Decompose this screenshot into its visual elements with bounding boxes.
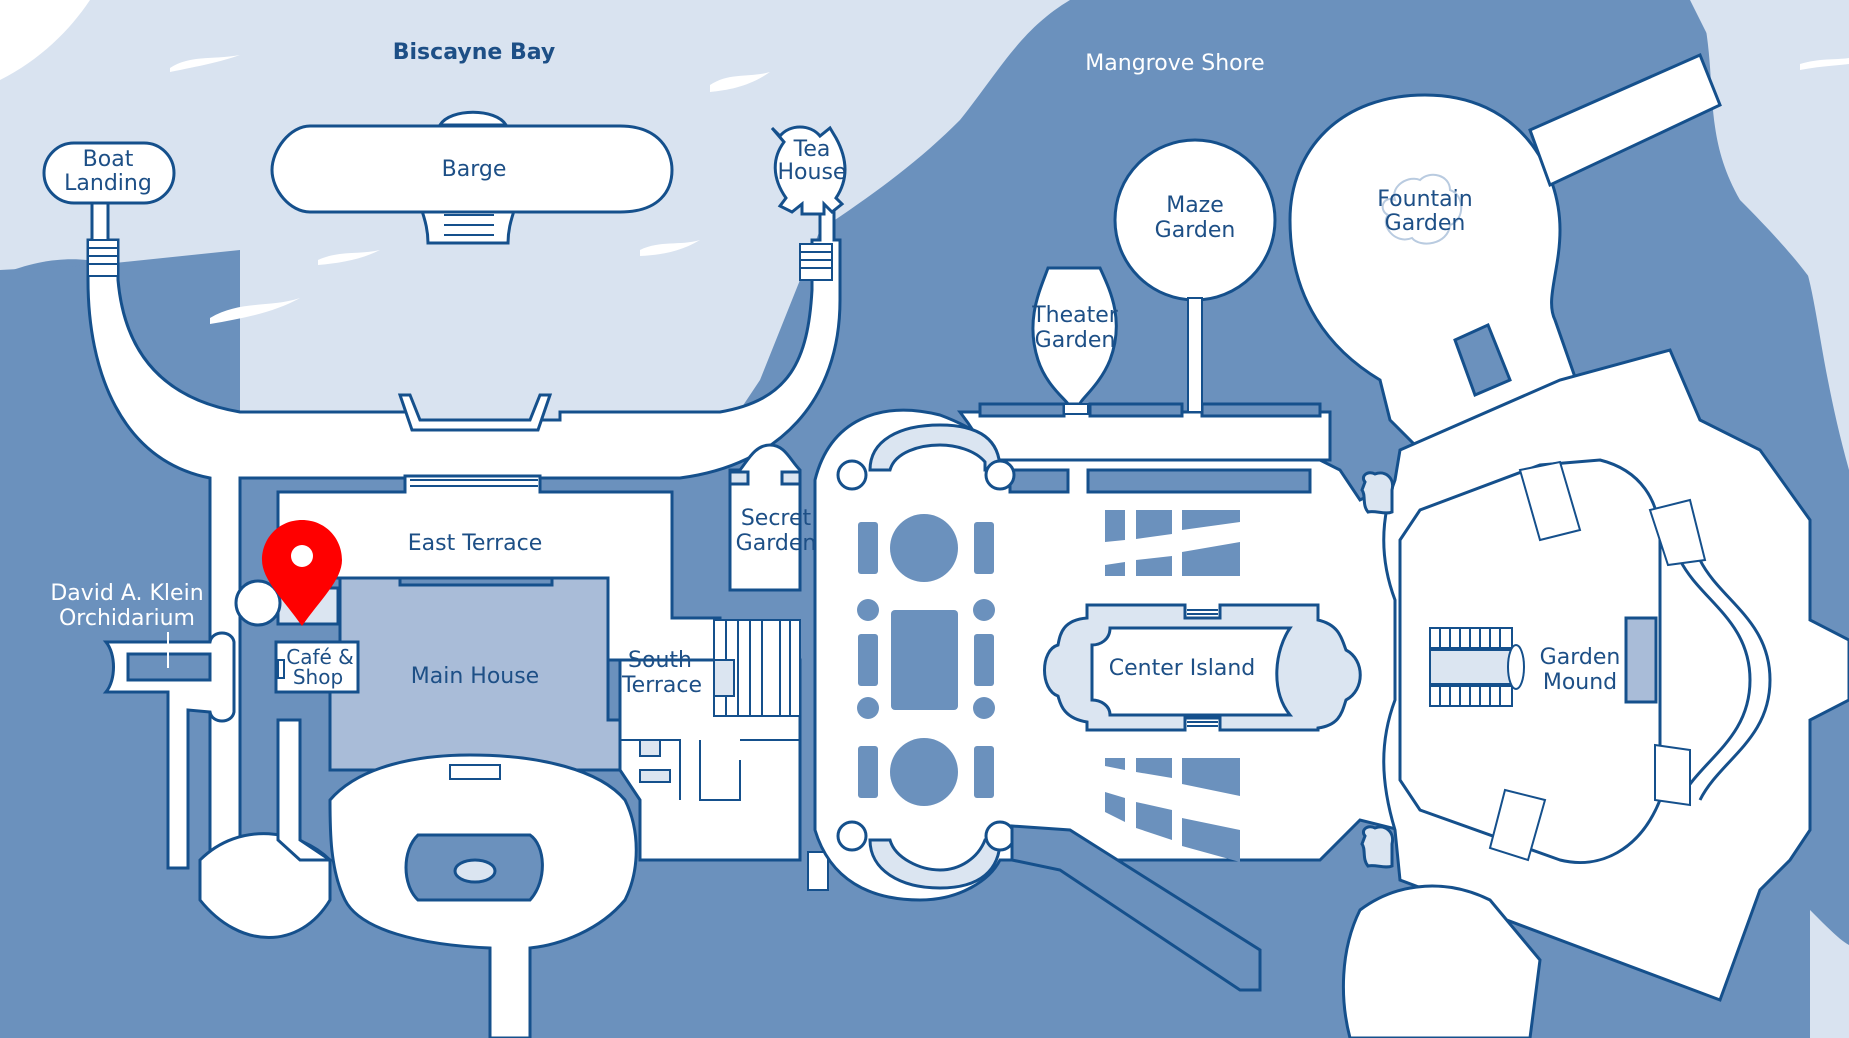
label-tea-house-2: House [778, 160, 847, 185]
label-barge: Barge [442, 157, 507, 182]
north-canal-1 [1008, 468, 1070, 494]
label-orchidarium-2: Orchidarium [59, 606, 195, 631]
parterre-beds [857, 510, 1240, 862]
forecourt-fountain [453, 858, 497, 884]
label-cafe-shop: Café & [286, 645, 354, 669]
fountain-garden-cloud [1381, 173, 1463, 245]
center-island-lawn [1090, 626, 1294, 717]
cafe-shop[interactable] [274, 640, 360, 694]
land-top-left [0, 0, 90, 80]
boat-landing-path [86, 166, 842, 870]
secret-garden-steps-left [728, 470, 750, 486]
orchidarium[interactable] [102, 631, 236, 870]
label-boat-landing-2: Landing [64, 171, 152, 196]
label-garden-mound-2: Mound [1543, 670, 1617, 695]
label-secret-garden: Secret [741, 506, 812, 531]
label-orchidarium: David A. Klein [50, 581, 203, 606]
label-mangrove-shore: Mangrove Shore [1085, 51, 1264, 76]
boat-landing[interactable] [42, 141, 176, 205]
service-corridor [276, 718, 335, 862]
label-main-house: Main House [411, 664, 539, 689]
grotto-north [1360, 471, 1395, 515]
label-fountain-garden: Fountain [1377, 187, 1472, 212]
label-theater-garden-2: Garden [1035, 328, 1116, 353]
label-cafe-shop-2: Shop [293, 665, 343, 689]
label-maze-garden-2: Garden [1155, 218, 1236, 243]
service-rooms [620, 739, 829, 891]
north-canal-top-3 [1200, 402, 1322, 418]
north-arch-pier-left [836, 459, 868, 491]
center-island-bridges [1187, 609, 1218, 727]
label-secret-garden-2: Garden [736, 531, 817, 556]
mound-side-stairs [1488, 460, 1707, 862]
label-south-terrace-2: Terrace [621, 673, 702, 698]
southeast-lawn [1341, 884, 1542, 1038]
secret-garden-steps-right [780, 470, 802, 486]
east-terrace-stairs [410, 479, 538, 487]
grotto-south [1360, 825, 1395, 869]
north-canal-2 [1086, 468, 1312, 494]
boat-landing-stairs [87, 239, 833, 281]
cafe-shop-entry [277, 659, 285, 679]
south-arch-pier-left [836, 820, 868, 852]
main-house-south-steps [449, 764, 501, 780]
map-pin-hole [291, 545, 313, 567]
label-garden-mound: Garden [1540, 645, 1621, 670]
mound-stairs [1429, 627, 1525, 707]
north-arch-pier-right [984, 459, 1016, 491]
label-east-terrace: East Terrace [408, 531, 543, 556]
tea-house[interactable] [770, 125, 847, 216]
map-pin-icon[interactable] [262, 520, 342, 626]
north-canal-top-2 [1088, 402, 1184, 418]
barge[interactable] [270, 110, 674, 245]
northeast-pier [1528, 53, 1722, 188]
south-terrace-stairs [713, 619, 801, 717]
theater-garden-steps [1063, 403, 1089, 415]
maze-garden-path [1187, 297, 1203, 413]
location-marker[interactable] [262, 520, 342, 626]
label-south-terrace: South [628, 648, 692, 673]
label-center-island: Center Island [1109, 656, 1256, 681]
label-tea-house: Tea [793, 137, 831, 162]
shore-right-light [1690, 0, 1849, 470]
north-canal-top-1 [978, 402, 1066, 418]
label-biscayne-bay: Biscayne Bay [393, 40, 555, 65]
label-maze-garden: Maze [1166, 193, 1224, 218]
label-fountain-garden-2: Garden [1385, 211, 1466, 236]
bay-gate [397, 393, 553, 432]
garden-mound-casino [1624, 616, 1658, 704]
south-arch-pier-right [984, 820, 1016, 852]
label-theater-garden: Theater [1031, 303, 1119, 328]
south-allee [1010, 824, 1262, 992]
north-allee [956, 410, 1332, 462]
label-boat-landing: Boat [83, 147, 134, 172]
mound-curved-paths [1678, 559, 1772, 801]
shore-right-light-bottom [1810, 910, 1849, 1038]
fountain-garden-pool [1453, 322, 1512, 398]
entry-rotunda [234, 579, 282, 627]
